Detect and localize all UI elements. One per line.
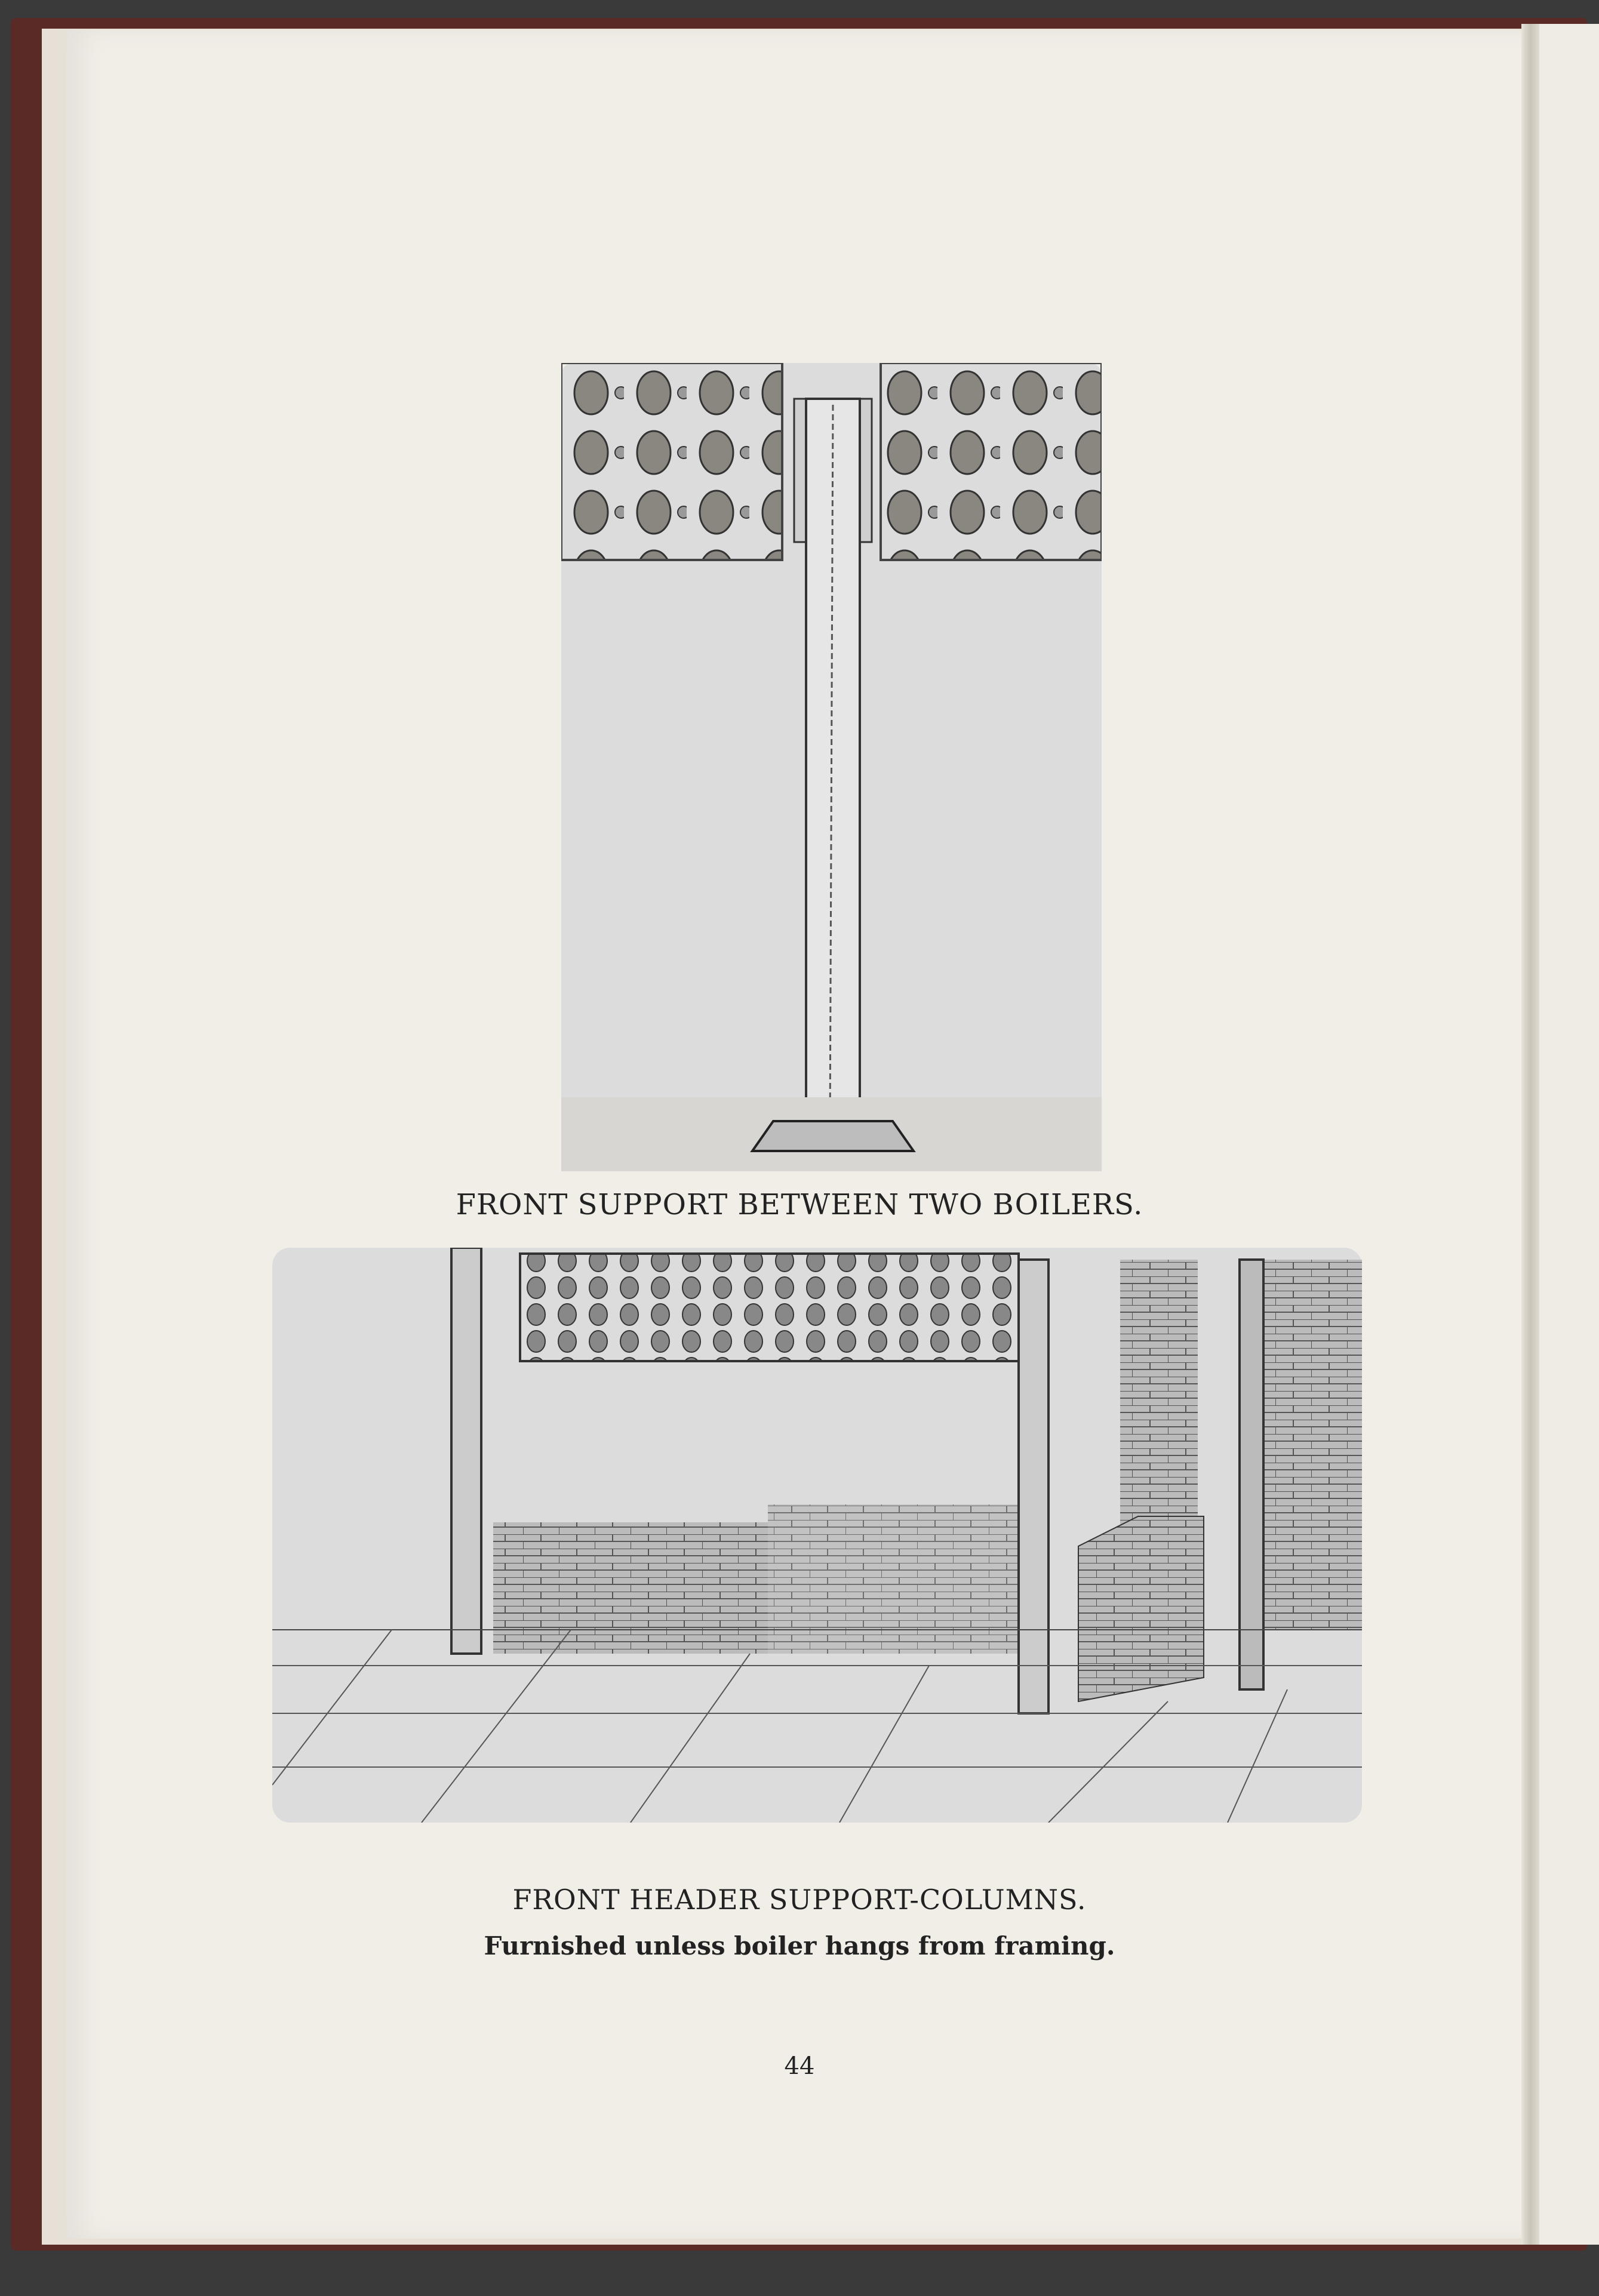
figure-caption: FRONT HEADER SUPPORT-COLUMNS. — [512, 1883, 1087, 1916]
facing-page — [1539, 24, 1599, 2245]
page-number: 44 — [784, 2052, 815, 2080]
figure-subcaption: Furnished unless boiler hangs from frami… — [484, 1931, 1115, 1960]
figure-caption: FRONT SUPPORT BETWEEN TWO BOILERS. — [456, 1188, 1143, 1221]
illustration-front-support — [561, 363, 1102, 1171]
illustration-header-support-columns — [272, 1248, 1362, 1823]
book-gutter — [1521, 24, 1539, 2245]
